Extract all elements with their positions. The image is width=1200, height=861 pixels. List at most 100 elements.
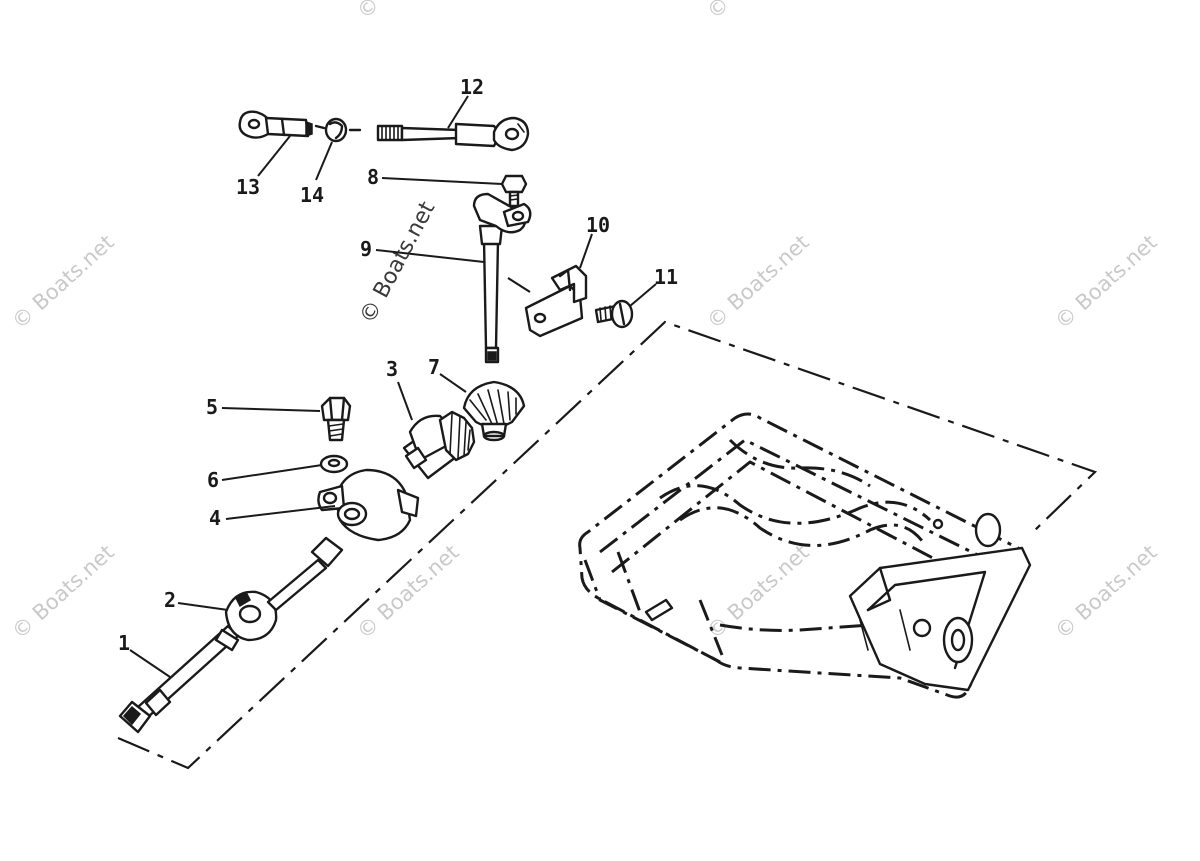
leader-14 bbox=[315, 141, 333, 181]
bracket-bore-inner bbox=[343, 507, 361, 521]
leader-5 bbox=[221, 407, 321, 412]
watermark: © Boats.net bbox=[352, 0, 463, 24]
stud-nut bbox=[500, 174, 528, 194]
housing-cross-bar bbox=[616, 551, 724, 656]
housing-bolt-hole bbox=[932, 518, 944, 530]
leader-7 bbox=[439, 373, 467, 393]
callout-5: 5 bbox=[206, 395, 218, 419]
housing-mount-bracket bbox=[848, 546, 1032, 692]
part-3-gear-bushing[interactable] bbox=[402, 410, 476, 480]
part-6-washer[interactable] bbox=[319, 454, 349, 474]
rodend-tip bbox=[305, 120, 313, 138]
coupler-upper-rod bbox=[266, 558, 328, 612]
washer-hole bbox=[327, 458, 341, 468]
callout-6: 6 bbox=[207, 468, 219, 492]
bracket-bore-outer bbox=[336, 501, 368, 527]
callout-2: 2 bbox=[164, 588, 176, 612]
leader-13 bbox=[257, 135, 291, 177]
callout-3: 3 bbox=[386, 357, 398, 381]
shaft-lever-arm bbox=[502, 202, 532, 228]
bracket-ear-hole bbox=[322, 491, 338, 505]
housing-rib bbox=[728, 438, 871, 488]
callout-11: 11 bbox=[654, 265, 678, 289]
coupler-bore bbox=[238, 604, 262, 624]
bolt-head-flat bbox=[328, 396, 346, 422]
housing-bracket-inner bbox=[866, 570, 987, 670]
rod-threads bbox=[381, 125, 399, 141]
washer-outer bbox=[319, 454, 349, 474]
housing-lower-rail bbox=[719, 623, 871, 632]
bolt-thread bbox=[328, 423, 344, 437]
housing-top-rail bbox=[599, 438, 1001, 568]
part-4-gear-bracket[interactable] bbox=[317, 468, 420, 542]
nut-inner bbox=[328, 121, 344, 140]
rod-body bbox=[400, 126, 462, 142]
housing-front-lip bbox=[583, 559, 721, 664]
part-13-rod-end[interactable] bbox=[238, 110, 313, 139]
rodend-line bbox=[280, 117, 286, 137]
housing-assembly bbox=[578, 412, 1032, 699]
watermark: © Boats.net bbox=[702, 230, 813, 334]
coupler-end bbox=[214, 628, 240, 652]
callout-13: 13 bbox=[236, 175, 260, 199]
leader-10 bbox=[579, 233, 593, 269]
bushing-gear-teeth bbox=[449, 413, 471, 459]
leader-9 bbox=[375, 249, 485, 263]
rod-eye bbox=[492, 116, 530, 152]
part-9-upper-shift-shaft[interactable] bbox=[472, 192, 532, 364]
shaft-alignment-line bbox=[507, 277, 531, 293]
assembly-reference-lines bbox=[117, 277, 1098, 770]
housing-bracket-edge bbox=[866, 566, 892, 612]
leader-8 bbox=[381, 177, 503, 185]
part-7-bevel-gear[interactable] bbox=[462, 380, 526, 442]
shaft-lever-eye bbox=[511, 210, 525, 222]
shaft-rod bbox=[482, 238, 500, 350]
housing-slot bbox=[644, 598, 674, 622]
housing-detail bbox=[859, 609, 911, 651]
callout-labels: 1 2 3 4 5 6 7 8 9 10 11 12 13 14 bbox=[118, 75, 678, 655]
stud-thread bbox=[509, 194, 519, 201]
bolt-head bbox=[320, 396, 352, 422]
part-10-retaining-clip[interactable] bbox=[524, 264, 588, 338]
part-11-screw[interactable] bbox=[594, 299, 634, 329]
leader-12 bbox=[447, 95, 469, 129]
leader-6 bbox=[221, 464, 323, 481]
watermark: © Boats.net bbox=[702, 0, 813, 24]
watermark: © Boats.net bbox=[7, 540, 118, 644]
part-5-bolt[interactable] bbox=[320, 396, 352, 442]
housing-channel bbox=[659, 484, 932, 525]
callout-9: 9 bbox=[360, 237, 372, 261]
watermark: © Boats.net bbox=[702, 540, 813, 644]
bushing-square-hole bbox=[404, 446, 428, 470]
callout-4: 4 bbox=[209, 506, 221, 530]
watermark: © Boats.net bbox=[1050, 540, 1161, 644]
watermark-main: © Boats.net bbox=[355, 197, 440, 328]
gear-teeth bbox=[469, 389, 517, 427]
nut-link-dash bbox=[314, 124, 362, 132]
watermark: © Boats.net bbox=[1050, 230, 1161, 334]
shaft-square-face bbox=[487, 351, 497, 361]
callout-14: 14 bbox=[300, 183, 324, 207]
part-12-connector-rod[interactable] bbox=[376, 116, 530, 152]
housing-upper-boss bbox=[974, 512, 1002, 548]
callout-7: 7 bbox=[428, 355, 440, 379]
housing-pivot-hole bbox=[950, 628, 966, 652]
part-8-stud[interactable] bbox=[500, 174, 528, 208]
leader-3 bbox=[397, 381, 413, 421]
frame-line-left bbox=[117, 320, 1098, 770]
rodend-eye-hole bbox=[247, 118, 261, 130]
part-2-shaft-coupler[interactable] bbox=[214, 536, 344, 652]
leader-11 bbox=[629, 283, 657, 307]
watermark: © Boats.net bbox=[7, 230, 118, 334]
housing-outline bbox=[578, 412, 1026, 699]
leader-2 bbox=[177, 602, 229, 611]
housing-pivot-boss bbox=[942, 616, 974, 664]
gear-hub-base bbox=[482, 430, 506, 442]
leader-lines bbox=[129, 95, 657, 678]
housing-bolt-hole bbox=[912, 618, 932, 638]
rodend-body bbox=[264, 116, 310, 138]
rod-eye-hole bbox=[504, 127, 520, 141]
part-14-lock-nut[interactable] bbox=[314, 117, 362, 143]
bracket-ear-right bbox=[396, 488, 420, 518]
